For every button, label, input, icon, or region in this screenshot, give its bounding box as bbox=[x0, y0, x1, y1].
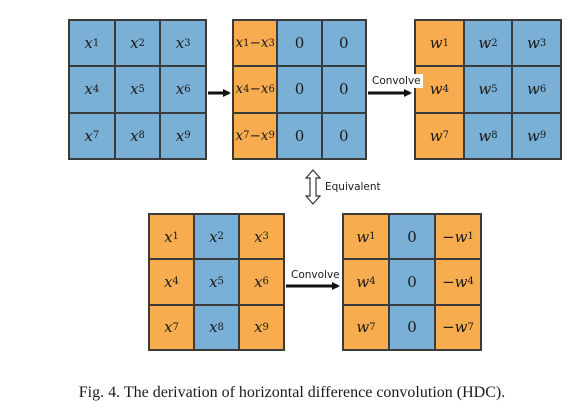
equivalent-label: Equivalent bbox=[325, 181, 381, 193]
difference-cell: 0 bbox=[321, 66, 366, 113]
difference-cell: 0 bbox=[321, 112, 366, 159]
convolve-label-top: Convolve bbox=[370, 74, 423, 88]
difference-cell: 0 bbox=[277, 112, 322, 159]
difference-cell: 0 bbox=[321, 20, 366, 67]
hdc-kernel-cell: 0 bbox=[389, 304, 435, 350]
hdc-kernel-cell: 0 bbox=[389, 214, 435, 260]
double-arrow-equivalent bbox=[304, 169, 322, 205]
difference-cell: 0 bbox=[277, 20, 322, 67]
hdc-kernel-cell: 0 bbox=[389, 259, 435, 305]
difference-cell: 0 bbox=[277, 66, 322, 113]
convolve-label-bottom: Convolve bbox=[289, 268, 342, 282]
figure-caption: Fig. 4. The derivation of horizontal dif… bbox=[78, 384, 506, 401]
